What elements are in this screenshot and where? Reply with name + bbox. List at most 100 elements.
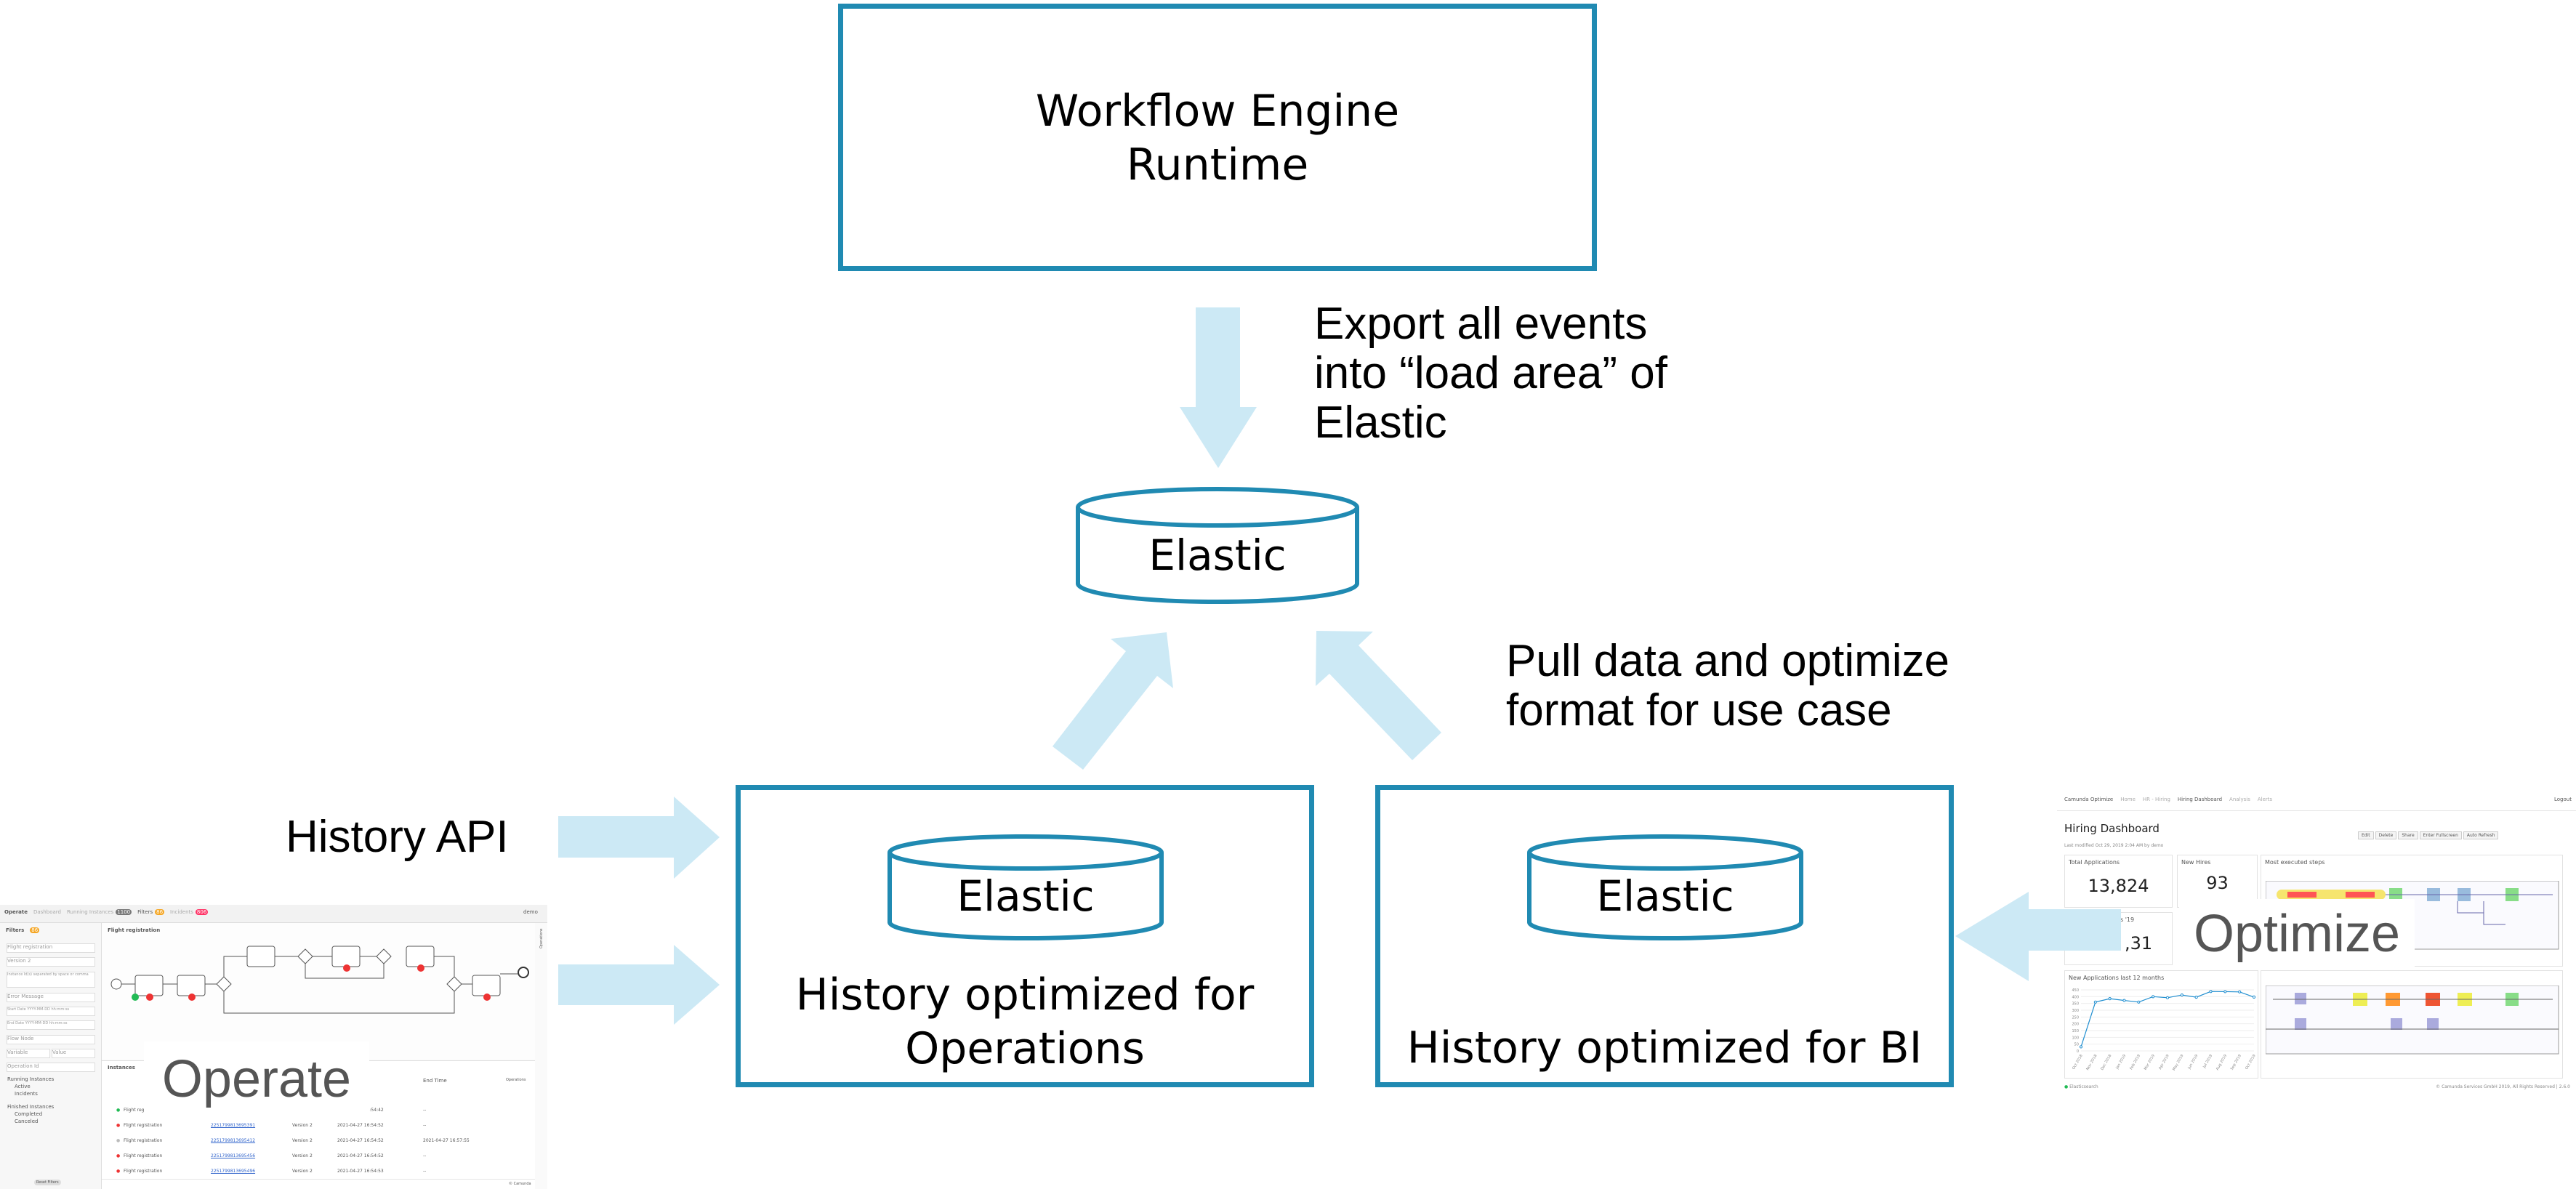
tile-heatmap-2[interactable] xyxy=(2261,970,2563,1079)
tile-total-applications[interactable]: Total Applications 13,824 xyxy=(2064,855,2173,908)
version-select[interactable]: Version 2 xyxy=(7,957,95,967)
auto-refresh-button[interactable]: Auto Refresh xyxy=(2463,831,2499,839)
operations-elastic-database: Elastic xyxy=(886,834,1165,943)
row-version: Version 2 xyxy=(292,1123,313,1128)
data-point[interactable] xyxy=(2108,997,2112,1001)
tile-title: s '19 xyxy=(2120,916,2135,923)
row-start: 2021-04-27 16:54:52 xyxy=(337,1153,384,1158)
export-note: Export all events into “load area” of El… xyxy=(1314,299,1667,448)
y-tick-label: 400 xyxy=(2072,995,2079,999)
variable-field[interactable]: Variable xyxy=(7,1049,50,1058)
incidents-count-badge: 806 xyxy=(195,909,209,915)
y-tick-label: 350 xyxy=(2072,1002,2079,1007)
filters-title: Filters xyxy=(6,927,25,933)
history-bi-box: Elastic History optimized for BI xyxy=(1375,785,1954,1087)
data-point[interactable] xyxy=(2180,993,2183,997)
instance-id-link[interactable]: 2251799813695391 xyxy=(211,1123,256,1128)
operate-arrow xyxy=(558,945,720,1025)
data-point[interactable] xyxy=(2093,1000,2097,1004)
data-point[interactable] xyxy=(2194,995,2198,999)
y-tick-label: 200 xyxy=(2072,1023,2079,1027)
pull-note-line-2: format for use case xyxy=(1506,685,1892,735)
value-field[interactable]: Value xyxy=(52,1049,95,1058)
breadcrumb-dashboard[interactable]: Hiring Dashboard xyxy=(2177,797,2223,802)
tile-new-hires[interactable]: New Hires 93 xyxy=(2177,855,2258,908)
check-active[interactable]: Active xyxy=(15,1084,31,1089)
bi-up-arrow xyxy=(1316,631,1441,760)
history-api-arrow xyxy=(558,797,720,879)
row-name: Flight registration xyxy=(124,1138,163,1143)
data-point[interactable] xyxy=(2223,990,2227,993)
y-tick-label: 250 xyxy=(2072,1015,2079,1020)
logout-link[interactable]: Logout xyxy=(2554,797,2572,802)
data-point[interactable] xyxy=(2079,1045,2083,1049)
data-point[interactable] xyxy=(2122,999,2126,1002)
status-icon: ● xyxy=(116,1153,121,1158)
user-menu[interactable]: demo xyxy=(523,909,538,915)
instance-id-link[interactable]: 2251799813695412 xyxy=(211,1138,256,1143)
tile-title: New Hires xyxy=(2181,859,2211,866)
share-button[interactable]: Share xyxy=(2398,831,2418,839)
row-name: Flight registration xyxy=(124,1169,163,1174)
error-message-field[interactable]: Error Message xyxy=(7,993,95,1002)
operate-nav-running[interactable]: Running Instances xyxy=(66,909,114,915)
row-name: Flight registration xyxy=(124,1123,163,1128)
check-incidents[interactable]: Incidents xyxy=(15,1091,38,1097)
export-note-line-1: Export all events xyxy=(1314,299,1648,349)
check-canceled[interactable]: Canceled xyxy=(15,1119,39,1124)
nav-alerts[interactable]: Alerts xyxy=(2257,797,2273,802)
status-icon: ● xyxy=(116,1138,121,1143)
export-note-line-3: Elastic xyxy=(1314,398,1447,448)
operate-nav-dashboard[interactable]: Dashboard xyxy=(33,909,61,915)
data-point[interactable] xyxy=(2165,996,2170,999)
fullscreen-button[interactable]: Enter Fullscreen xyxy=(2419,831,2462,839)
instance-id-link[interactable]: 2251799813695456 xyxy=(211,1153,256,1158)
flow-node-select[interactable]: Flow Node xyxy=(7,1035,95,1044)
edit-button[interactable]: Edit xyxy=(2358,831,2374,839)
operate-nav: Operate Dashboard Running Instances 1100… xyxy=(4,909,209,915)
process-select[interactable]: Flight registration xyxy=(7,943,95,953)
start-date-field[interactable]: Start Date YYYY-MM-DD hh:mm:ss xyxy=(7,1007,95,1016)
operate-nav-filters[interactable]: Filters xyxy=(137,909,153,915)
data-point[interactable] xyxy=(2238,990,2242,993)
check-completed[interactable]: Completed xyxy=(15,1111,43,1117)
optimize-brand[interactable]: Camunda Optimize xyxy=(2064,797,2114,802)
instance-ids-field[interactable]: Instance Id(s) separated by space or com… xyxy=(7,972,95,988)
data-point[interactable] xyxy=(2209,990,2213,993)
chart-title: New Applications last 12 months xyxy=(2069,975,2165,981)
history-operations-box: Elastic History optimized for Operations xyxy=(736,785,1314,1087)
workflow-engine-runtime-box: Workflow Engine Runtime xyxy=(838,4,1597,271)
status-icon: ● xyxy=(116,1108,121,1113)
runtime-line-2: Runtime xyxy=(1126,140,1309,190)
row-end: -- xyxy=(423,1169,427,1174)
y-tick-label: 0 xyxy=(2077,1049,2079,1054)
breadcrumb-home[interactable]: Home xyxy=(2120,797,2136,802)
dashboard-title: Hiring Dashboard xyxy=(2064,822,2160,835)
col-end-time[interactable]: End Time xyxy=(423,1078,447,1084)
row-start: 2021-04-27 16:54:53 xyxy=(337,1169,384,1174)
filters-count-badge: 86 xyxy=(155,909,165,915)
data-point[interactable] xyxy=(2252,995,2256,999)
tile-value: ,31 xyxy=(2125,933,2153,954)
optimize-header: Camunda Optimize Home HR - Hiring Hiring… xyxy=(2057,789,2576,811)
operate-nav-incidents[interactable]: Incidents xyxy=(170,909,193,915)
data-point[interactable] xyxy=(2152,995,2155,999)
delete-button[interactable]: Delete xyxy=(2375,831,2397,839)
check-finished[interactable]: Finished Instances xyxy=(7,1104,55,1110)
filters-heading: Filters 86 xyxy=(6,927,40,933)
nav-analysis[interactable]: Analysis xyxy=(2229,797,2250,802)
breadcrumb-collection[interactable]: HR - Hiring xyxy=(2142,797,2170,802)
operation-id-field[interactable]: Operation Id xyxy=(7,1063,95,1072)
instance-id-link[interactable]: 2251799813695496 xyxy=(211,1169,256,1174)
end-date-field[interactable]: End Date YYYY-MM-DD hh:mm:ss xyxy=(7,1020,95,1030)
row-version: Version 2 xyxy=(292,1138,313,1143)
check-running[interactable]: Running Instances xyxy=(7,1076,55,1082)
reset-filters-button[interactable]: Reset Filters xyxy=(34,1180,61,1185)
data-point[interactable] xyxy=(2137,1000,2141,1004)
operations-line-2: Operations xyxy=(905,1023,1145,1074)
y-tick-label: 300 xyxy=(2072,1009,2079,1013)
operate-nav-brand[interactable]: Operate xyxy=(4,909,28,915)
